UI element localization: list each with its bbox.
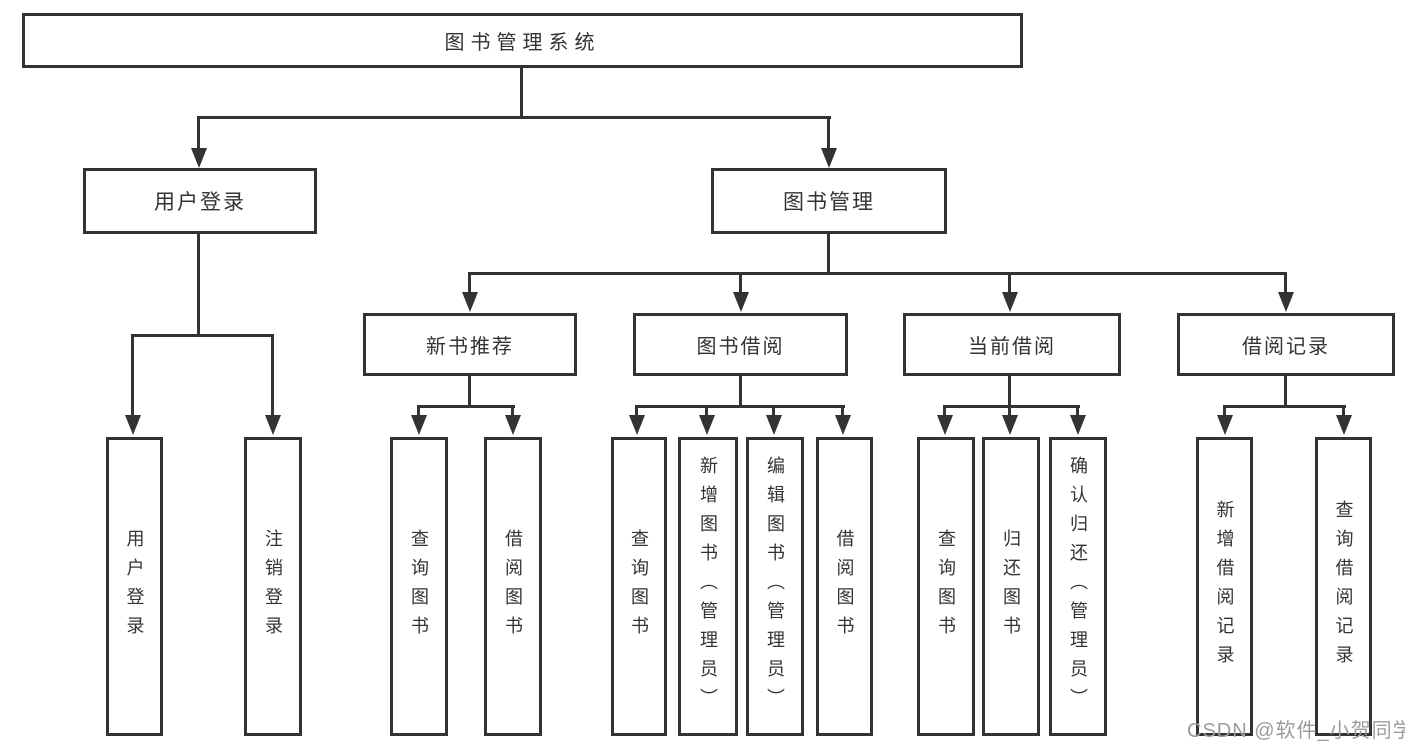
node-label: 查询图书: [629, 528, 649, 645]
connector-line: [197, 116, 831, 119]
connector-line: [1076, 405, 1079, 417]
node-label: 查询图书: [409, 528, 429, 645]
connector-line: [739, 272, 742, 294]
node-label: 用户登录: [154, 191, 246, 214]
connector-line: [1008, 272, 1011, 294]
connector-line: [520, 68, 523, 118]
node-book-management: 图书管理: [711, 168, 947, 234]
connector-line: [635, 405, 845, 408]
arrow-down-icon: [1217, 415, 1233, 435]
connector-line: [131, 334, 274, 337]
node-user-login: 用户登录: [83, 168, 317, 234]
node-label: 当前借阅: [968, 336, 1056, 358]
node-label: 图书管理: [783, 191, 875, 214]
node-label: 图书管理系统: [444, 32, 601, 54]
connector-line: [1008, 376, 1011, 408]
connector-line: [1342, 405, 1345, 417]
connector-line: [271, 334, 274, 417]
leaf-borrow-books-recommend: 借阅图书: [484, 437, 542, 736]
leaf-borrow-books: 借阅图书: [816, 437, 873, 736]
connector-line: [417, 405, 420, 417]
leaf-user-login: 用户登录: [106, 437, 163, 736]
connector-line: [417, 405, 515, 408]
leaf-confirm-return-admin: 确认归还（管理员）: [1049, 437, 1107, 736]
arrow-down-icon: [1002, 292, 1018, 312]
connector-line: [1284, 272, 1287, 294]
connector-line: [772, 405, 775, 417]
node-label: 新增借阅记录: [1214, 499, 1235, 674]
leaf-return-books: 归还图书: [982, 437, 1040, 736]
connector-line: [943, 405, 946, 417]
arrow-down-icon: [1336, 415, 1352, 435]
arrow-down-icon: [125, 415, 141, 435]
leaf-query-books-current: 查询图书: [917, 437, 975, 736]
node-current-borrowing: 当前借阅: [903, 313, 1121, 376]
arrow-down-icon: [411, 415, 427, 435]
arrow-down-icon: [1070, 415, 1086, 435]
connector-line: [1223, 405, 1346, 408]
arrow-down-icon: [835, 415, 851, 435]
node-label: 借阅图书: [503, 528, 523, 645]
connector-line: [1223, 405, 1226, 417]
node-label: 注销登录: [263, 528, 283, 645]
leaf-edit-book-admin: 编辑图书（管理员）: [746, 437, 804, 736]
node-label: 用户登录: [124, 528, 145, 645]
connector-line: [841, 405, 844, 417]
node-label: 新书推荐: [426, 336, 514, 358]
connector-line: [827, 116, 830, 150]
connector-line: [827, 234, 830, 275]
connector-line: [468, 272, 471, 294]
connector-line: [468, 376, 471, 408]
node-label: 新增图书（管理员）: [698, 456, 718, 717]
connector-line: [197, 234, 200, 337]
node-label: 确认归还（管理员）: [1068, 456, 1088, 717]
arrow-down-icon: [505, 415, 521, 435]
connector-line: [131, 334, 134, 417]
leaf-add-borrow-record: 新增借阅记录: [1196, 437, 1253, 736]
connector-line: [197, 116, 200, 150]
leaf-add-book-admin: 新增图书（管理员）: [678, 437, 738, 736]
leaf-query-books-recommend: 查询图书: [390, 437, 448, 736]
connector-line: [739, 376, 742, 408]
node-label: 借阅记录: [1242, 336, 1330, 358]
node-label: 查询图书: [936, 528, 956, 645]
leaf-logout: 注销登录: [244, 437, 302, 736]
arrow-down-icon: [766, 415, 782, 435]
connector-line: [1284, 376, 1287, 408]
node-label: 借阅图书: [834, 528, 855, 645]
arrow-down-icon: [265, 415, 281, 435]
connector-line: [705, 405, 708, 417]
arrow-down-icon: [629, 415, 645, 435]
node-label: 图书借阅: [696, 336, 785, 358]
leaf-query-borrow-record: 查询借阅记录: [1315, 437, 1372, 736]
arrow-down-icon: [733, 292, 749, 312]
node-book-borrowing: 图书借阅: [633, 313, 848, 376]
connector-line: [943, 405, 1080, 408]
node-label: 查询借阅记录: [1333, 499, 1354, 674]
arrow-down-icon: [699, 415, 715, 435]
connector-line: [635, 405, 638, 417]
connector-line: [511, 405, 514, 417]
connector-line: [1008, 405, 1011, 417]
node-new-book-recommendation: 新书推荐: [363, 313, 577, 376]
arrow-down-icon: [1002, 415, 1018, 435]
arrow-down-icon: [191, 148, 207, 168]
arrow-down-icon: [1278, 292, 1294, 312]
node-library-management-system: 图书管理系统: [22, 13, 1023, 68]
node-borrowing-records: 借阅记录: [1177, 313, 1395, 376]
arrow-down-icon: [937, 415, 953, 435]
node-label: 编辑图书（管理员）: [765, 456, 785, 717]
leaf-query-books-borrow: 查询图书: [611, 437, 667, 736]
connector-line: [468, 272, 1287, 275]
arrow-down-icon: [821, 148, 837, 168]
arrow-down-icon: [462, 292, 478, 312]
watermark: CSDN @软件_小贺同学: [1187, 720, 1405, 742]
node-label: 归还图书: [1001, 528, 1021, 645]
